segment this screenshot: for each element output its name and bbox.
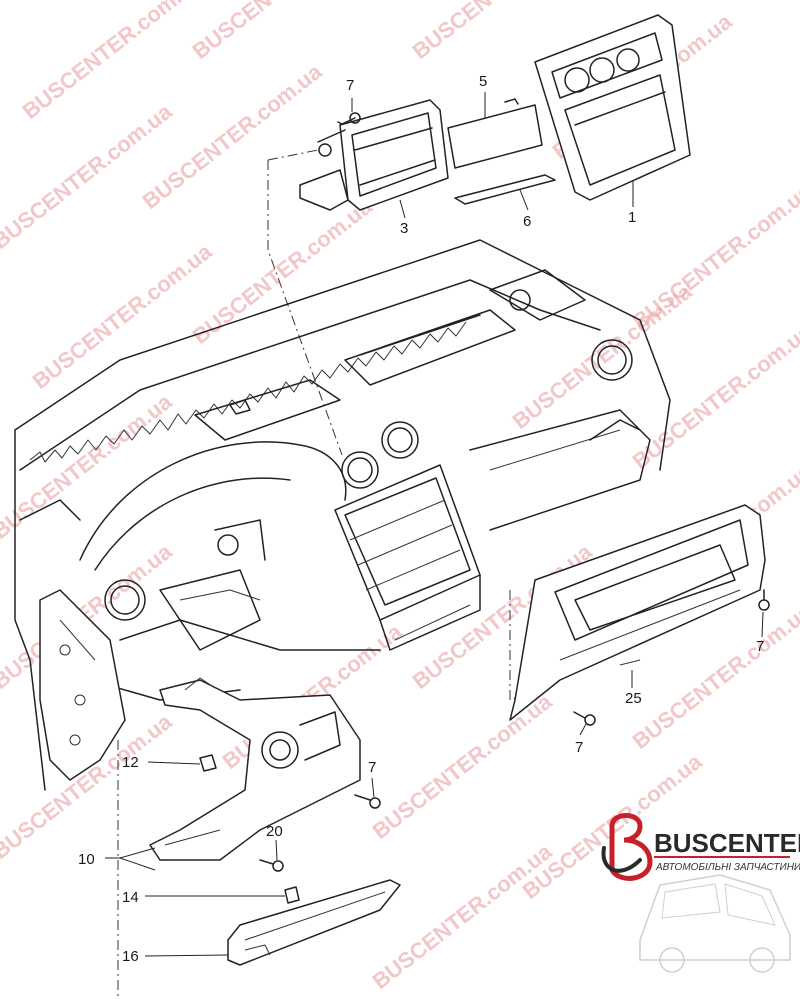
screw-7-right xyxy=(758,589,770,611)
callout-7-right: 7 xyxy=(756,638,764,655)
watermark-text: BUSCENTER.com.ua xyxy=(28,238,217,394)
leader-lines xyxy=(105,92,764,957)
logo-underline xyxy=(654,856,790,858)
watermark-text: BUSCENTER.com.ua xyxy=(628,178,800,334)
callout-5: 5 xyxy=(479,73,487,90)
callout-3: 3 xyxy=(400,220,408,237)
callout-25: 25 xyxy=(625,690,642,707)
logo-tagline: АВТОМОБІЛЬНІ ЗАПЧАСТИНИ xyxy=(655,862,800,873)
dashboard-body xyxy=(14,239,671,791)
buscenter-logo: BUSCENTER АВТОМОБІЛЬНІ ЗАПЧАСТИНИ xyxy=(601,813,800,973)
watermark-text: BUSCENTER.com.ua xyxy=(628,318,800,474)
callout-1: 1 xyxy=(628,209,636,226)
logo-name: BUSCENTER xyxy=(654,828,800,858)
callout-7-lower: 7 xyxy=(368,759,376,776)
van-silhouette-icon xyxy=(639,874,791,973)
logo-mark-c-icon xyxy=(601,846,642,873)
left-side-panel xyxy=(39,589,126,781)
assembly-guide-lines xyxy=(117,149,541,998)
part-12-clip xyxy=(199,754,217,772)
part-16-lower-cover xyxy=(227,879,401,966)
screw-7-lower xyxy=(354,794,381,809)
watermark-text: BUSCENTER.com.ua xyxy=(188,0,377,64)
callout-16: 16 xyxy=(122,948,139,965)
part-6-trim-strip xyxy=(454,174,556,205)
part-14-clip xyxy=(284,886,300,904)
part-25-glove-box xyxy=(509,504,766,721)
logo-mark-b-icon xyxy=(609,813,653,881)
callout-20: 20 xyxy=(266,823,283,840)
watermark-text: BUSCENTER.com.ua xyxy=(188,193,377,349)
part-5-blanking-panel xyxy=(447,98,543,169)
part-1-center-bezel xyxy=(534,14,691,201)
watermark-text: BUSCENTER.com.ua xyxy=(368,838,557,994)
watermark-text: BUSCENTER.com.ua xyxy=(138,58,327,214)
part-3-radio-frame xyxy=(299,99,449,211)
callout-14: 14 xyxy=(122,889,139,906)
screw-7-top xyxy=(337,112,361,125)
callout-7-top: 7 xyxy=(346,77,354,94)
watermark-text: BUSCENTER.com.ua xyxy=(18,0,207,124)
callout-10: 10 xyxy=(78,851,95,868)
callout-12: 12 xyxy=(122,754,139,771)
screw-7-bottom xyxy=(573,711,596,726)
screw-20 xyxy=(259,859,284,872)
part-10-lower-trim xyxy=(149,677,361,861)
watermark-text: BUSCENTER.com.ua xyxy=(368,688,557,844)
callouts: 7 5 3 6 1 7 25 7 12 7 20 10 14 16 xyxy=(78,73,764,965)
callout-6: 6 xyxy=(523,213,531,230)
watermark-text: BUSCENTER.com.ua xyxy=(0,98,177,254)
callout-7-bottom: 7 xyxy=(575,739,583,756)
